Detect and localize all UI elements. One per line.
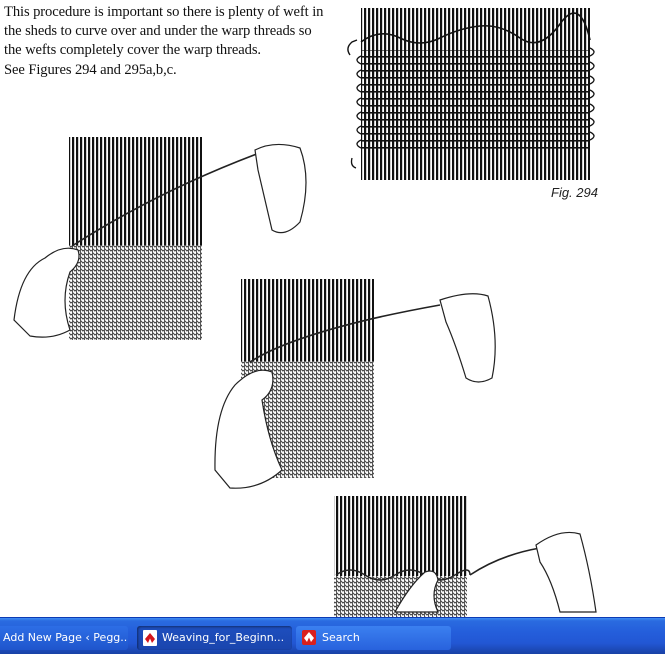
figure-294 [347,8,595,180]
taskbar-button-label: Weaving_for_Beginn... [162,631,285,644]
paragraph-line: the sheds to curve over and under the wa… [4,23,312,40]
paragraph-line: See Figures 294 and 295a,b,c. [4,61,177,78]
paragraph-line: the wefts completely cover the warp thre… [4,42,261,59]
document-paragraph: This procedure is important so there is … [4,3,344,80]
taskbar-button-label: Add New Page ‹ Pegg... [3,631,128,644]
paragraph-line: This procedure is important so there is … [4,4,324,20]
figure-295c [334,496,597,617]
taskbar-button-pdf[interactable]: Weaving_for_Beginn... [137,626,292,650]
figure-295b [214,279,496,489]
pdf-icon [143,630,157,646]
figure-295a [13,137,307,340]
weaving-illustrations [13,8,597,617]
taskbar-button-search[interactable]: Search [296,626,451,650]
figure-caption: Fig. 294 [551,185,598,200]
search-icon [302,630,316,645]
taskbar-button-browser[interactable]: Add New Page ‹ Pegg... [0,626,128,650]
taskbar-button-label: Search [322,631,360,644]
taskbar: Add New Page ‹ Pegg... Weaving_for_Begin… [0,617,665,654]
